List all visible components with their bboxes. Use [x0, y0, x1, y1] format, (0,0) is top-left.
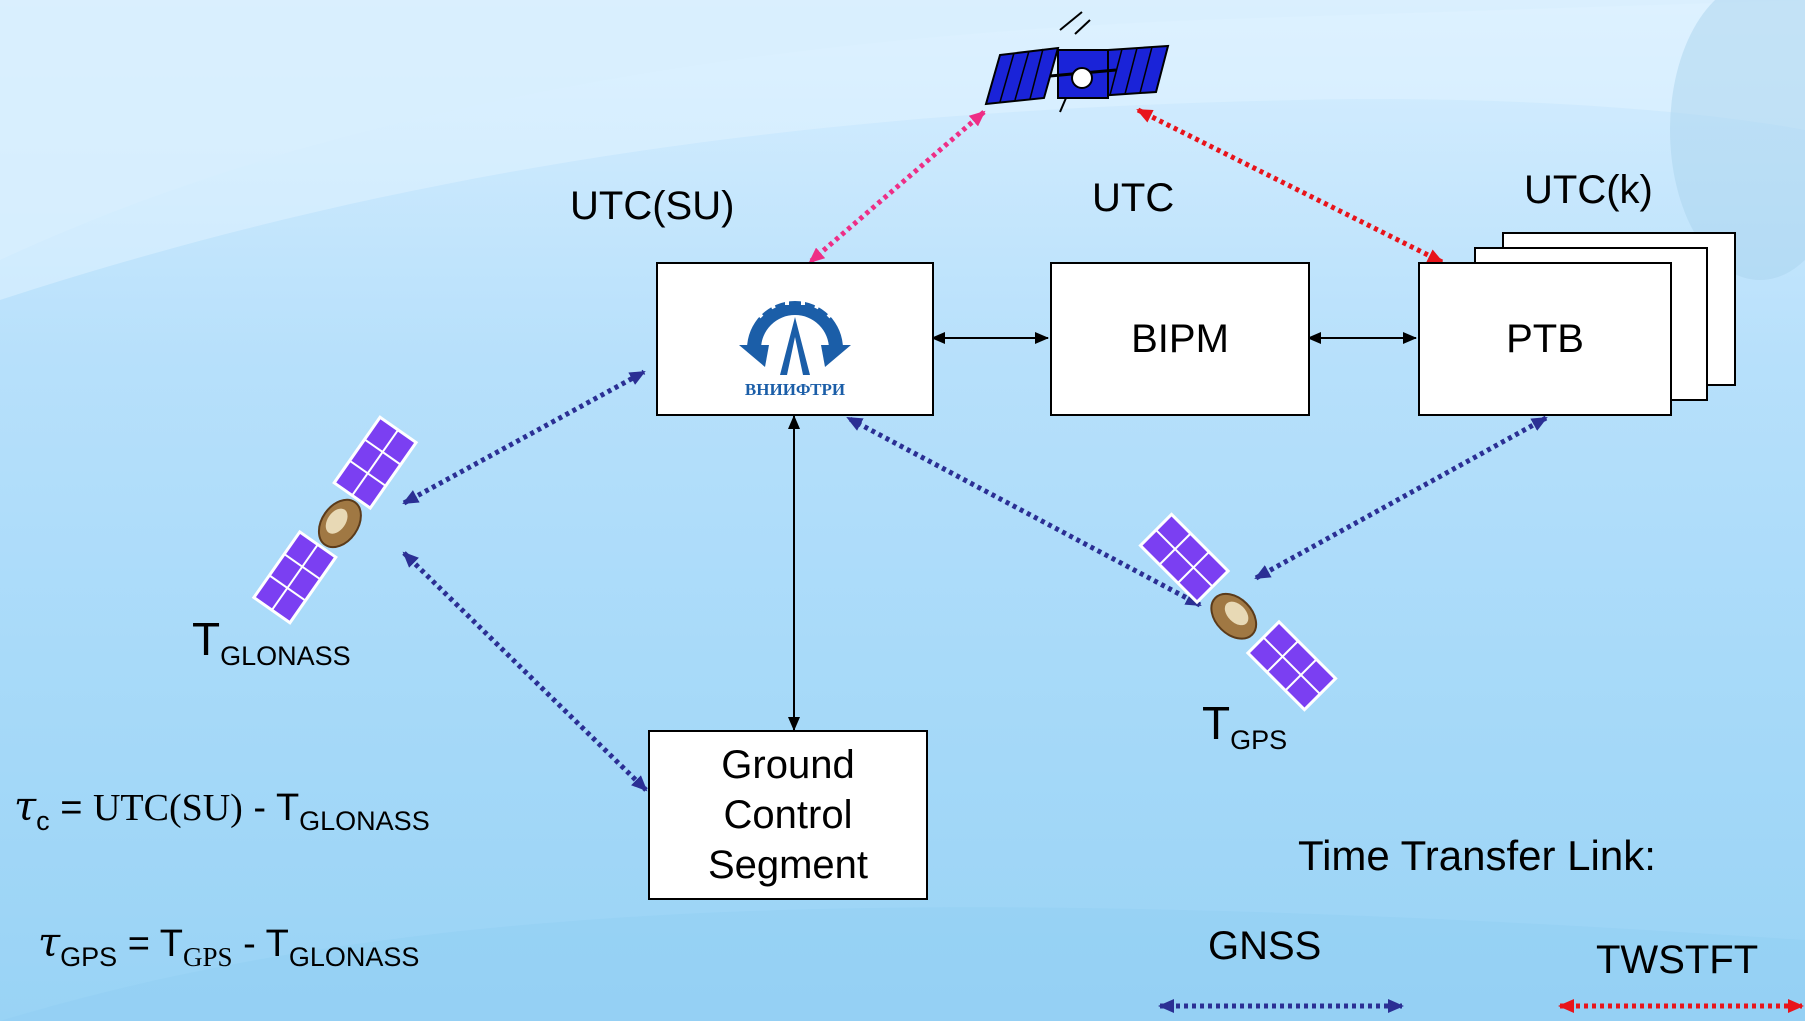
gps-time-subscript: GPS	[1230, 725, 1288, 755]
legend-gnss-label: GNSS	[1208, 924, 1322, 968]
utc-label: UTC	[1092, 176, 1175, 220]
utck-label: UTC(k)	[1524, 168, 1653, 212]
tau-gps-formula: τGPS = TGPS - TGLONASS	[38, 920, 420, 972]
legend-title: Time Transfer Link:	[1298, 832, 1656, 879]
ptb-box: PTB	[1418, 262, 1672, 416]
link-geosat-utcsu	[808, 110, 986, 264]
utc-su-box: ВНИИФТРИ	[656, 262, 934, 416]
ground-control-line-1: Ground	[721, 743, 855, 787]
tau-c-formula: τc = UTC(SU) - TGLONASS	[14, 784, 430, 836]
glonass-time-label: TGLONASS	[192, 613, 351, 671]
ground-control-box: Ground Control Segment	[648, 730, 928, 900]
vniiftri-logo: ВНИИФТРИ	[739, 291, 851, 399]
link-gps-utcsu	[846, 415, 1202, 608]
gps-time-label: TGPS	[1202, 697, 1288, 755]
bipm-box: BIPM	[1050, 262, 1310, 416]
link-geosat-ptb	[1136, 107, 1444, 265]
link-glonass-utcsu	[402, 369, 646, 506]
ground-control-line-2: Control	[723, 793, 853, 837]
ptb-label: PTB	[1506, 316, 1584, 361]
bipm-label: BIPM	[1131, 316, 1229, 361]
link-glonass-ground	[402, 551, 648, 792]
glonass-time-subscript: GLONASS	[220, 641, 351, 671]
legend-twstft-label: TWSTFT	[1596, 938, 1759, 982]
ground-control-line-3: Segment	[707, 843, 869, 887]
vniiftri-logo-text: ВНИИФТРИ	[745, 380, 845, 399]
utc-su-label: UTC(SU)	[570, 184, 735, 228]
